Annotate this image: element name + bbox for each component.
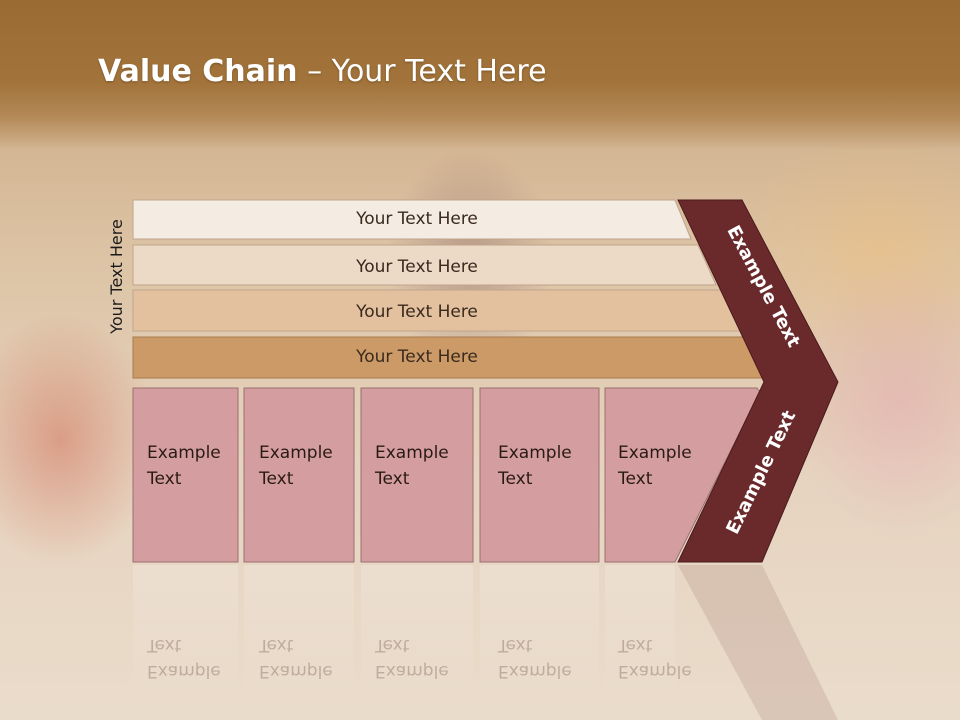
box-1-shape[interactable] [132,387,239,563]
box-1-label: Example Text [147,443,221,489]
title-bold: Value Chain [98,54,298,89]
row-2-shape[interactable] [132,244,717,286]
box-2-reflection: Example Text [259,635,333,681]
box-3-shape[interactable] [360,387,474,563]
title-rest: – Your Text Here [307,54,547,89]
box-4-label: Example Text [498,443,572,489]
title-bar [0,0,960,150]
box-3-reflection: Example Text [375,635,449,681]
box-5-label: Example Text [618,443,692,489]
side-label: Your Text Here [106,218,126,334]
row-1-label: Your Text Here [356,209,478,229]
row-3-label: Your Text Here [356,302,478,322]
box-1-reflection: Example Text [147,635,221,681]
reflection [133,565,838,720]
box-4-reflection: Example Text [498,635,572,681]
box-2-label: Example Text [259,443,333,489]
row-1-shape[interactable] [132,199,692,240]
box-5-reflection: Example Text [618,635,692,681]
chevron-shape[interactable] [677,199,839,563]
reflection-labels: Example Text Example Text Example Text E… [0,562,960,720]
box-5-shape[interactable] [604,387,761,563]
box-3-label: Example Text [375,443,449,489]
slide-title: Value Chain – Your Text Here [98,54,547,89]
box-4-shape[interactable] [479,387,600,563]
box-2-shape[interactable] [243,387,355,563]
row-4-label: Your Text Here [356,347,478,367]
row-2-label: Your Text Here [356,257,478,277]
